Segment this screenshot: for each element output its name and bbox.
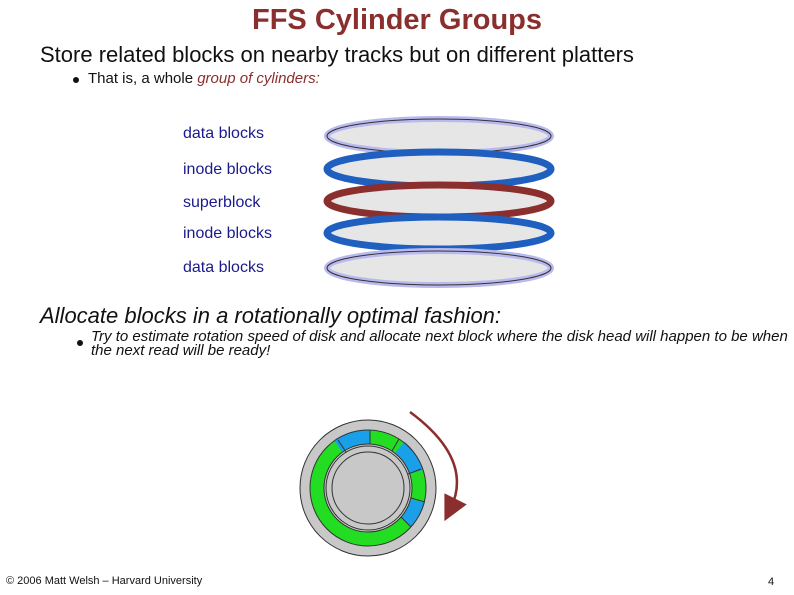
blue-block-2 xyxy=(395,441,423,475)
layer-label-inode-bottom: inode blocks xyxy=(183,225,272,242)
bullet-sub: That is, a whole group of cylinders: xyxy=(88,70,320,87)
disk-hub xyxy=(331,451,405,525)
platter-inode-top xyxy=(323,148,555,190)
blue-block-3 xyxy=(400,498,425,527)
blue-block-1 xyxy=(334,429,371,452)
track-outline-inner xyxy=(323,443,413,533)
allocate-heading: Allocate blocks in a rotationally optima… xyxy=(40,303,502,328)
rotational-disk-diagram xyxy=(299,410,467,557)
track-dividers xyxy=(337,430,426,528)
layer-label-data-bottom: data blocks xyxy=(183,259,264,276)
slide-title: FFS Cylinder Groups xyxy=(251,4,543,36)
platter-inode-bottom xyxy=(323,213,555,253)
track-outline-outer xyxy=(309,429,427,547)
footer-credit: © 2006 Matt Welsh – Harvard University xyxy=(6,575,203,587)
layer-label-data-top: data blocks xyxy=(183,125,264,142)
bullet-dot xyxy=(77,340,83,346)
platter-superblock xyxy=(323,181,555,221)
allocate-detail: Try to estimate rotation speed of disk a… xyxy=(91,328,788,359)
layer-label-inode-top: inode blocks xyxy=(183,161,272,178)
page-number: 4 xyxy=(768,576,775,588)
platter-data-bottom-outline xyxy=(326,250,552,286)
rotation-arrow xyxy=(409,410,467,522)
layer-label-superblock: superblock xyxy=(183,194,261,211)
bullet-dot xyxy=(73,77,79,83)
bullet-main: Store related blocks on nearby tracks bu… xyxy=(40,42,634,67)
bullet-sub-prefix: That is, a whole xyxy=(88,70,198,87)
cylinder-group-diagram xyxy=(323,116,555,288)
bullet-sub-highlight: group of cylinders: xyxy=(197,70,320,87)
